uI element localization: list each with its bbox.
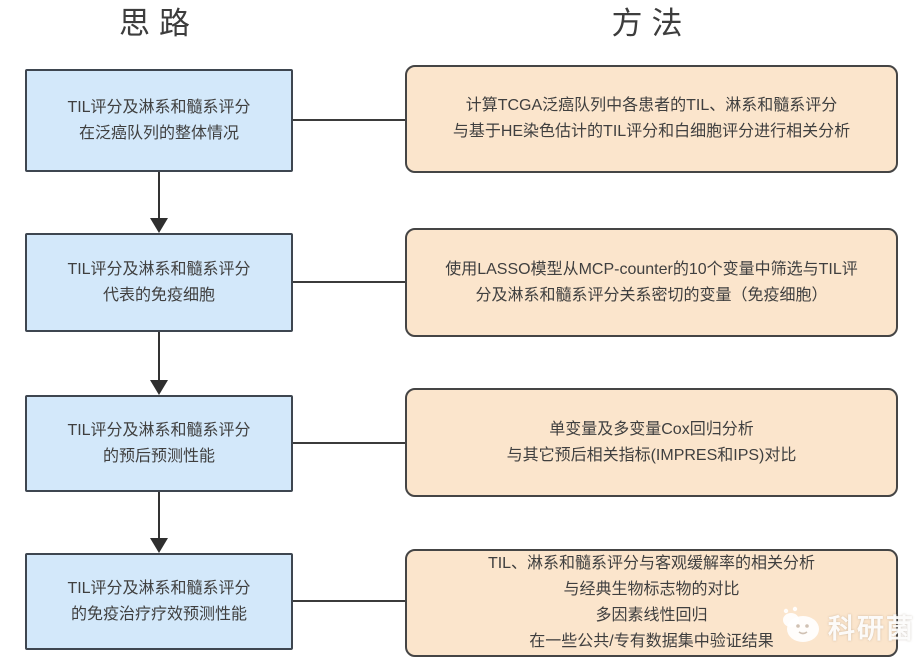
method-box-2: 使用LASSO模型从MCP-counter的10个变量中筛选与TIL评 分及淋系…: [405, 228, 898, 337]
arrow-down-3-line: [158, 492, 160, 539]
method-box-4: TIL、淋系和髓系评分与客观缓解率的相关分析 与经典生物标志物的对比 多因素线性…: [405, 549, 898, 657]
idea-box-1-text: TIL评分及淋系和髓系评分 在泛癌队列的整体情况: [67, 98, 251, 142]
arrow-down-1-line: [158, 172, 160, 219]
idea-box-4: TIL评分及淋系和髓系评分 的免疫治疗疗效预测性能: [25, 553, 293, 650]
idea-box-2: TIL评分及淋系和髓系评分 代表的免疫细胞: [25, 233, 293, 332]
arrow-down-2-line: [158, 332, 160, 381]
connector-line-1: [293, 119, 405, 121]
column-title-methods: 方法: [611, 6, 692, 41]
connector-line-2: [293, 281, 405, 283]
idea-box-3: TIL评分及淋系和髓系评分 的预后预测性能: [25, 395, 293, 492]
idea-box-4-text: TIL评分及淋系和髓系评分 的免疫治疗疗效预测性能: [67, 579, 251, 623]
arrow-down-1-head: [150, 218, 168, 233]
column-title-ideas: 思路: [119, 6, 199, 41]
connector-line-4: [293, 600, 405, 602]
method-box-3-text: 单变量及多变量Cox回归分析 与其它预后相关指标(IMPRES和IPS)对比: [506, 420, 797, 464]
connector-line-3: [293, 442, 405, 444]
method-box-2-text: 使用LASSO模型从MCP-counter的10个变量中筛选与TIL评 分及淋系…: [445, 260, 858, 304]
arrow-down-2-head: [150, 380, 168, 395]
method-box-1-text: 计算TCGA泛癌队列中各患者的TIL、淋系和髓系评分 与基于HE染色估计的TIL…: [452, 97, 851, 140]
idea-box-2-text: TIL评分及淋系和髓系评分 代表的免疫细胞: [67, 260, 251, 304]
method-box-3: 单变量及多变量Cox回归分析 与其它预后相关指标(IMPRES和IPS)对比: [405, 388, 898, 497]
idea-box-1: TIL评分及淋系和髓系评分 在泛癌队列的整体情况: [25, 69, 293, 172]
method-box-1: 计算TCGA泛癌队列中各患者的TIL、淋系和髓系评分 与基于HE染色估计的TIL…: [405, 65, 898, 173]
arrow-down-3-head: [150, 538, 168, 553]
idea-box-3-text: TIL评分及淋系和髓系评分 的预后预测性能: [67, 421, 251, 465]
method-box-4-text: TIL、淋系和髓系评分与客观缓解率的相关分析 与经典生物标志物的对比 多因素线性…: [487, 555, 816, 650]
